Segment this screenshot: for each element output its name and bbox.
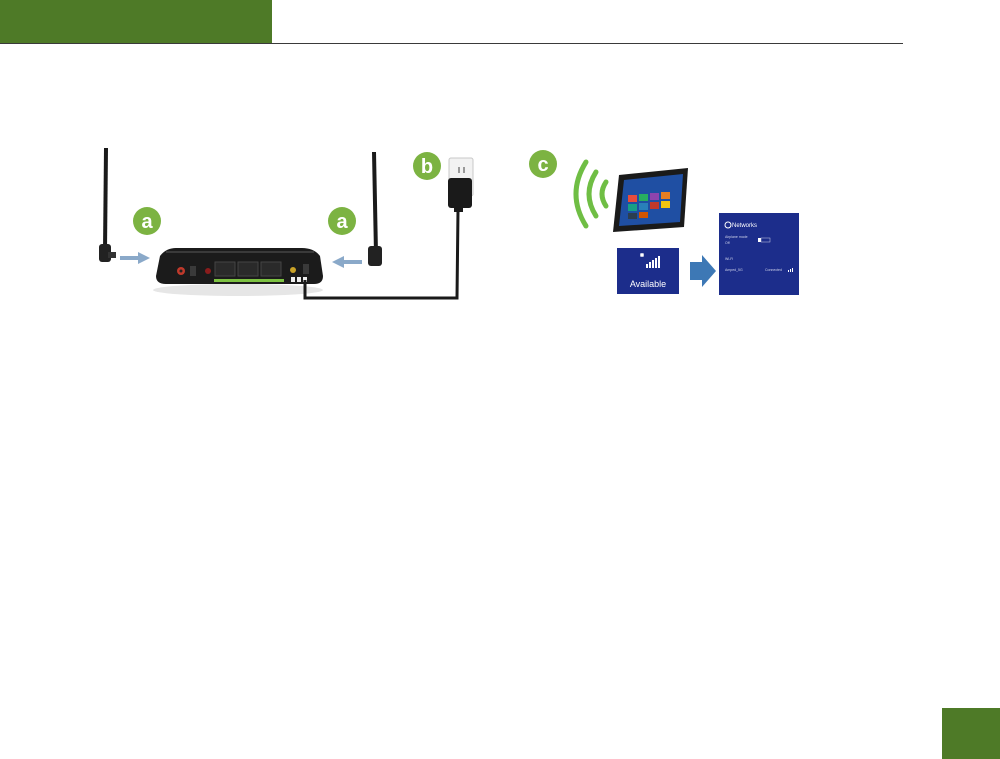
networks-line-off: Off — [725, 241, 730, 245]
svg-text:c: c — [537, 154, 548, 176]
step-badge-c: c — [529, 150, 557, 178]
router-icon — [153, 248, 323, 296]
step-badge-b: b — [413, 152, 441, 180]
page-number-badge — [942, 708, 1000, 759]
next-arrow-icon — [690, 255, 716, 287]
antenna-left-icon — [99, 148, 116, 262]
svg-text:a: a — [336, 211, 348, 233]
networks-line-ssid[interactable]: Amped_5G — [725, 268, 743, 272]
step-badge-a-right: a — [328, 207, 356, 235]
networks-line-status: Connected — [765, 268, 782, 272]
networks-title: Networks — [732, 223, 757, 229]
arrow-left-icon — [120, 252, 150, 264]
wifi-waves-icon — [576, 162, 606, 226]
tablet-icon — [613, 168, 688, 232]
svg-text:b: b — [421, 156, 433, 178]
networks-line-airplane: Airplane mode — [725, 235, 748, 239]
step-badge-a-left: a — [133, 207, 161, 235]
antenna-right-icon — [368, 152, 382, 266]
svg-text:a: a — [141, 211, 153, 233]
arrow-right-icon — [332, 256, 362, 268]
available-label: Available — [617, 279, 679, 289]
networks-line-wifi: Wi-Fi — [725, 257, 733, 261]
power-outlet-icon — [448, 158, 473, 212]
